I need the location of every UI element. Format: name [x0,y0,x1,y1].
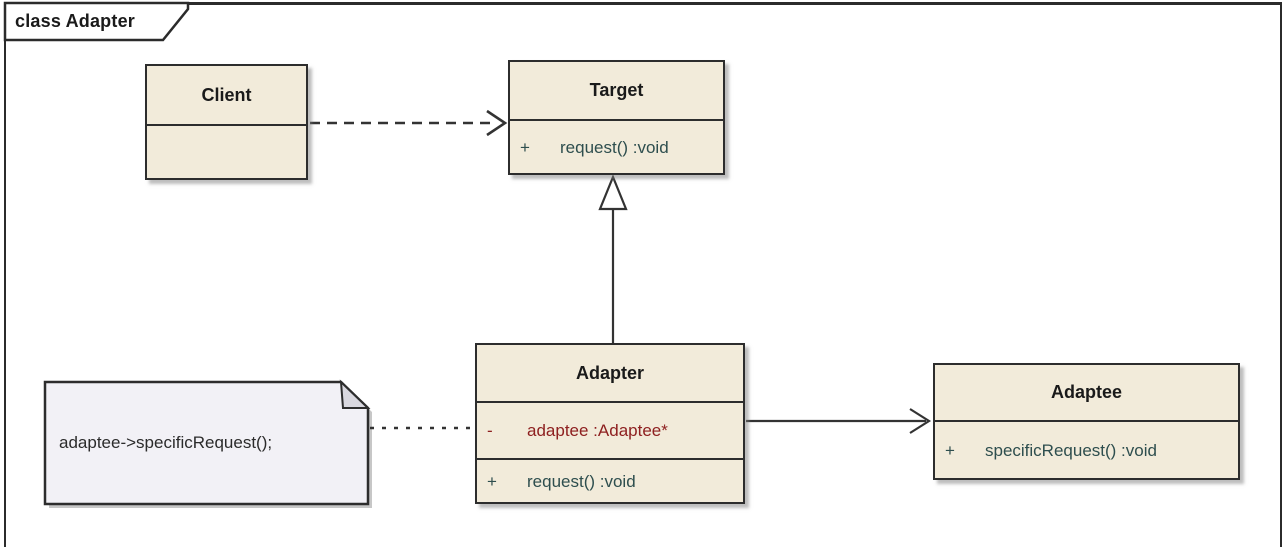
class-target-operation: + request() :void [510,119,723,175]
visibility-marker: + [945,441,955,460]
open-arrowhead-icon [486,109,508,137]
class-adapter[interactable]: Adapter - adaptee :Adaptee* + request() … [475,343,745,504]
operation-signature: specificRequest() :void [985,441,1157,460]
hollow-triangle-arrowhead-icon [598,174,628,211]
class-client-empty-compartment [147,124,306,180]
class-adapter-attribute: - adaptee :Adaptee* [477,401,743,458]
class-adaptee-name: Adaptee [1050,382,1122,402]
operation-signature: request() :void [560,138,669,157]
generalization-adapter-target[interactable] [598,174,628,345]
class-target[interactable]: Target + request() :void [508,60,725,175]
class-target-name: Target [589,80,644,100]
dependency-client-target[interactable] [310,109,508,137]
open-arrowhead-icon [909,408,932,434]
visibility-marker: - [487,420,493,440]
class-client[interactable]: Client [145,64,308,180]
note-fold-corner-icon [339,379,371,409]
visibility-marker: + [487,472,497,491]
frame-title: class Adapter [15,11,135,31]
frame-tab[interactable] [3,1,190,42]
note-code-text[interactable]: adaptee->specificRequest(); [59,433,273,452]
class-adapter-name: Adapter [575,362,644,383]
association-adapter-adaptee[interactable] [746,408,932,434]
diagram-frame [4,2,1282,547]
class-adaptee-operation: + specificRequest() :void [935,420,1238,480]
class-adapter-operation: + request() :void [477,458,743,504]
attribute-signature: adaptee :Adaptee* [527,420,668,440]
operation-signature: request() :void [527,472,636,491]
note-shape[interactable] [43,379,372,508]
class-client-name: Client [201,84,252,105]
visibility-marker: + [520,138,530,157]
class-adaptee[interactable]: Adaptee + specificRequest() :void [933,363,1240,480]
